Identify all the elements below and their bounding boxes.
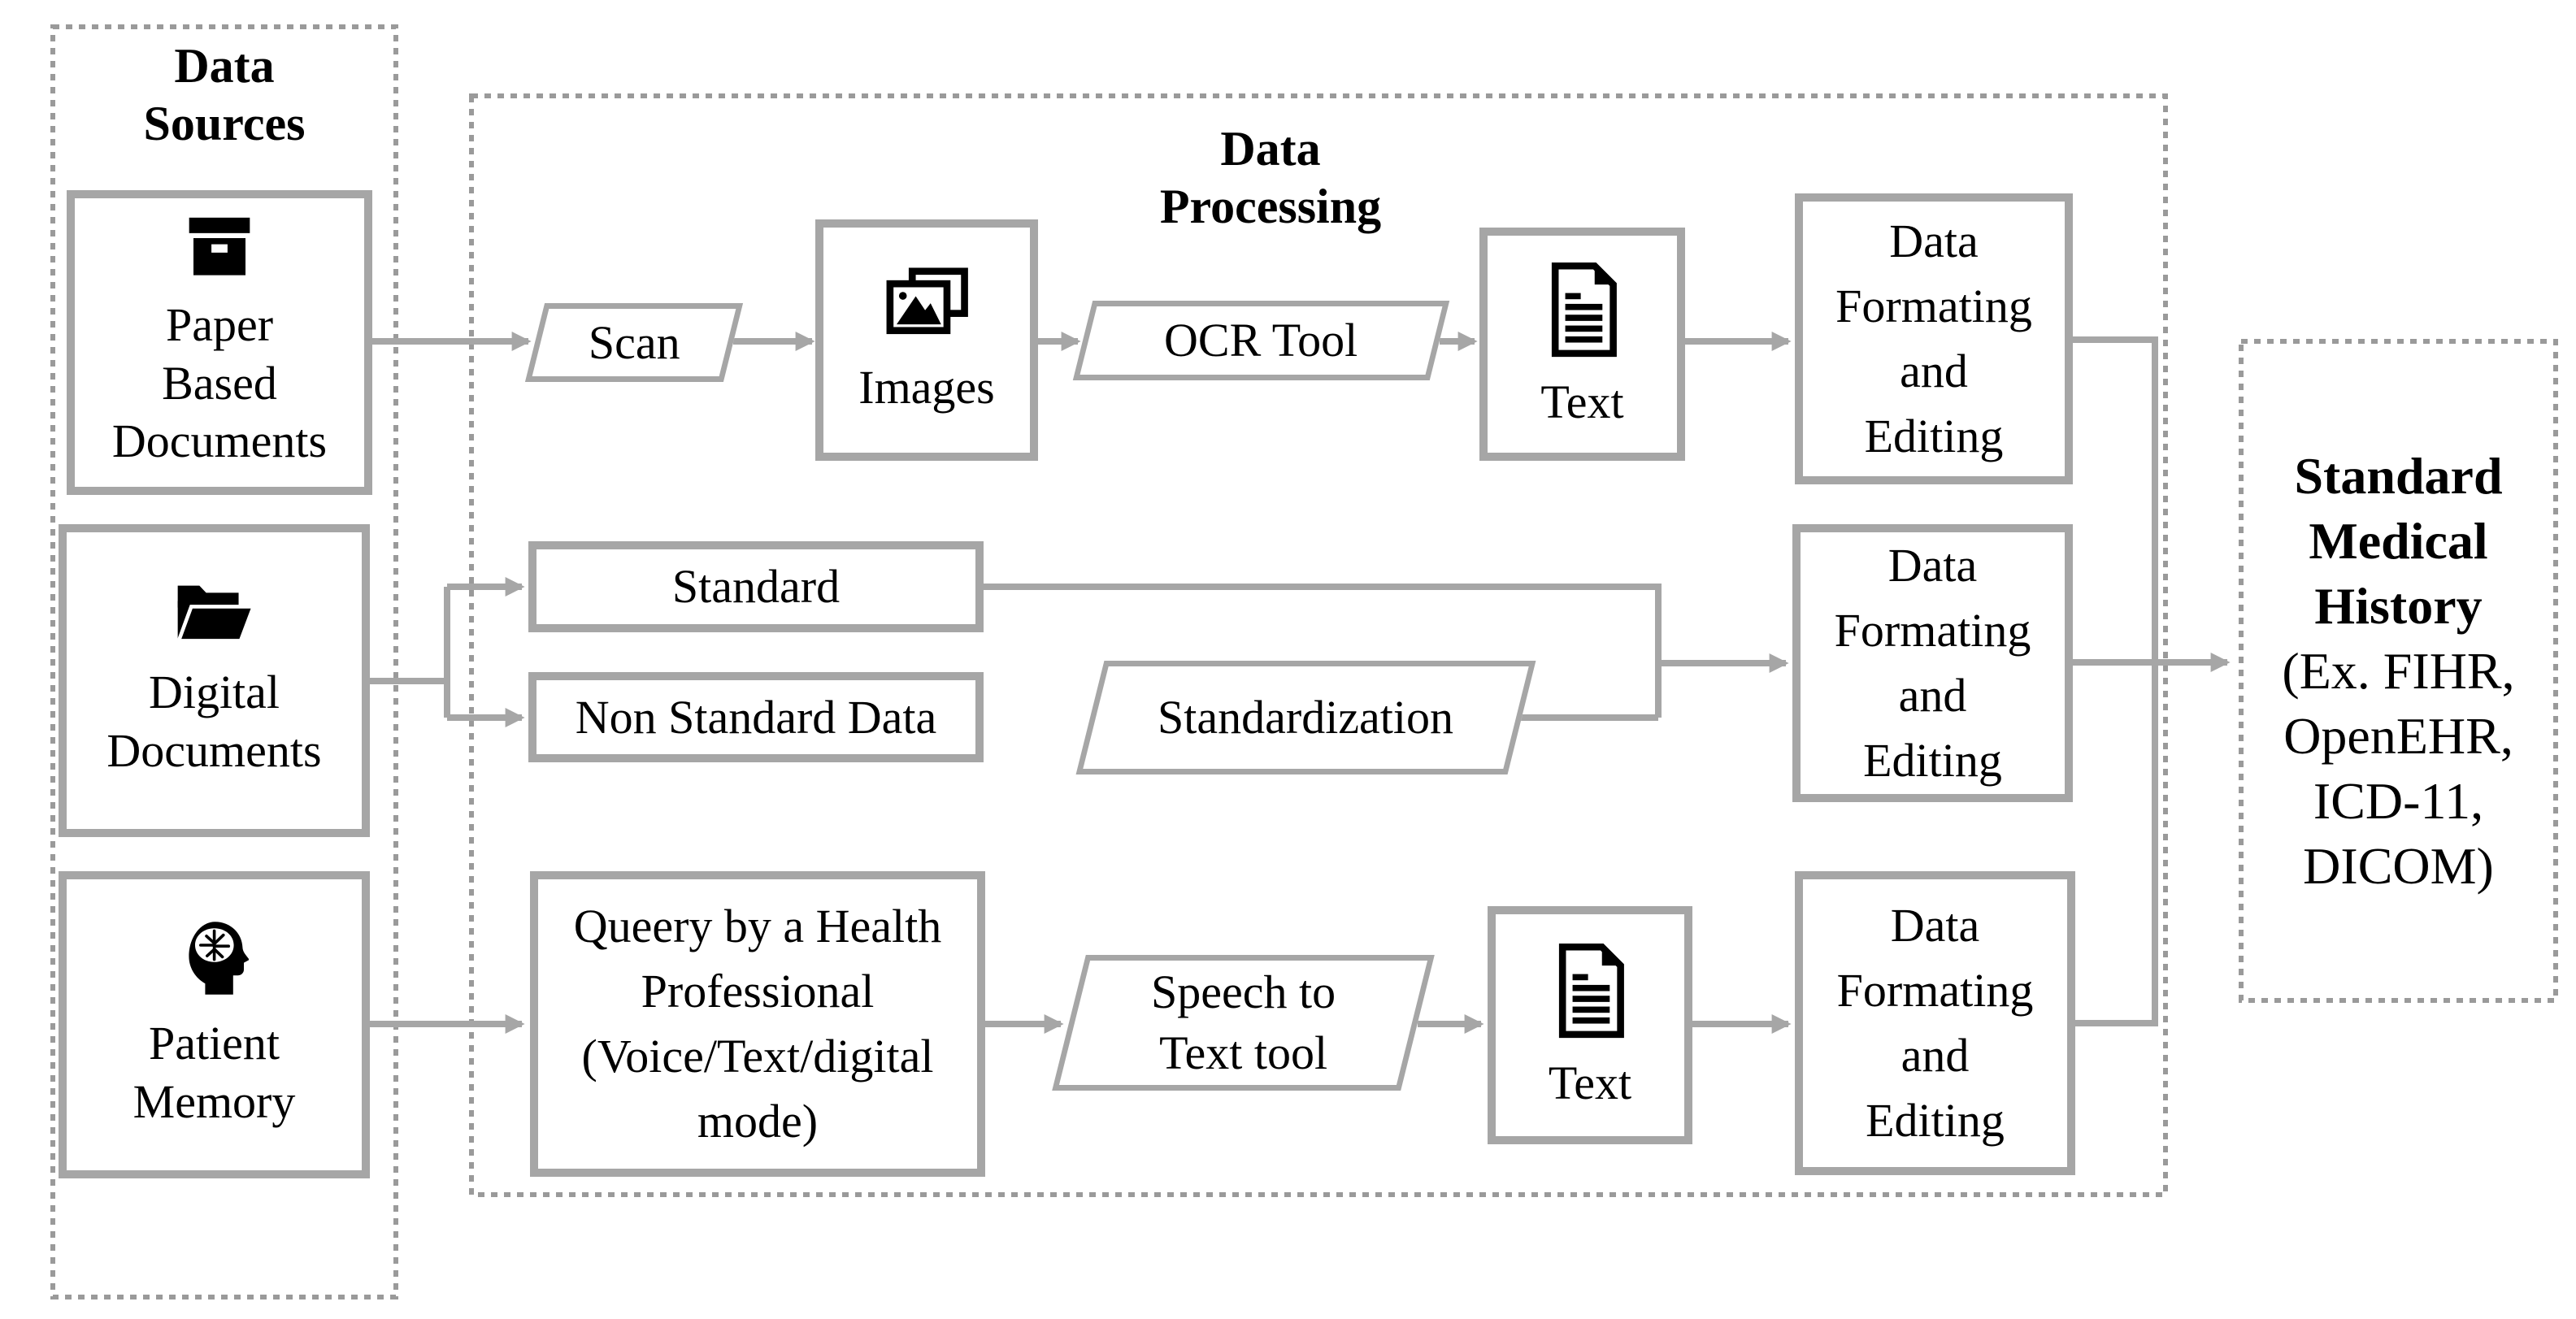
speech-to-text-step: Speech to Text tool: [1052, 955, 1435, 1091]
data-formatting-label-row3: Data Formating and Editing: [1836, 898, 2034, 1148]
head-brain-icon: [180, 918, 249, 998]
query-node: Queery by a Health Professional (Voice/T…: [530, 871, 985, 1177]
data-formatting-node-row1: Data Formating and Editing: [1795, 193, 2073, 484]
flow-connectors: [370, 332, 2231, 1034]
open-folder-icon: [172, 582, 257, 647]
archive-box-icon: [181, 215, 258, 280]
data-sources-title: Data Sources: [143, 39, 306, 150]
data-formatting-node-row2: Data Formating and Editing: [1792, 524, 2073, 802]
patient-memory-label: Patient Memory: [132, 1017, 296, 1128]
text-document-icon: [1542, 261, 1623, 360]
patient-memory-node: Patient Memory: [59, 871, 370, 1178]
standard-merge-connector: [984, 584, 1662, 718]
speech-to-text-label: Speech to Text tool: [1150, 965, 1336, 1080]
digital-documents-label: Digital Documents: [106, 665, 322, 777]
text-document-icon: [1549, 942, 1631, 1041]
formatting-collector-connector: [2073, 336, 2158, 1026]
text-node-row3: Text: [1488, 906, 1692, 1144]
images-node: Images: [815, 219, 1038, 461]
non-standard-data-node: Non Standard Data: [528, 672, 984, 762]
images-icon: [880, 267, 974, 345]
text-label-row1: Text: [1540, 375, 1624, 428]
output-standards-list: (Ex. FIHR, OpenEHR, ICD-11, DICOM): [2282, 641, 2515, 895]
scan-label: Scan: [588, 315, 680, 369]
text-node-row1: Text: [1479, 228, 1685, 461]
non-standard-data-label: Non Standard Data: [575, 690, 937, 744]
standardization-label: Standardization: [1158, 691, 1454, 744]
standard-label: Standard: [671, 560, 841, 614]
ocr-tool-step: OCR Tool: [1072, 301, 1450, 380]
text-label-row3: Text: [1548, 1056, 1632, 1109]
data-formatting-node-row3: Data Formating and Editing: [1795, 871, 2075, 1175]
query-label: Queery by a Health Professional (Voice/T…: [573, 899, 942, 1148]
output-container-border: [2239, 339, 2558, 1003]
data-processing-container-border: [469, 93, 2168, 1197]
data-formatting-label-row1: Data Formating and Editing: [1835, 214, 2032, 463]
data-sources-container-border: [50, 24, 398, 1299]
output-title: Standard Medical History: [2294, 446, 2503, 635]
paper-documents-node: Paper Based Documents: [67, 190, 372, 495]
scan-step: Scan: [524, 303, 744, 382]
standard-node: Standard: [528, 541, 984, 632]
output-panel: Standard Medical History (Ex. FIHR, Open…: [2239, 340, 2557, 1002]
data-formatting-label-row2: Data Formating and Editing: [1834, 538, 2031, 787]
images-label: Images: [858, 360, 995, 414]
data-processing-title: Data Processing: [1159, 122, 1382, 233]
digital-documents-node: Digital Documents: [59, 524, 370, 837]
standardization-step: Standardization: [1075, 661, 1536, 774]
ocr-tool-label: OCR Tool: [1164, 314, 1358, 367]
digital-split-connector: [370, 587, 450, 718]
paper-documents-label: Paper Based Documents: [111, 297, 328, 468]
